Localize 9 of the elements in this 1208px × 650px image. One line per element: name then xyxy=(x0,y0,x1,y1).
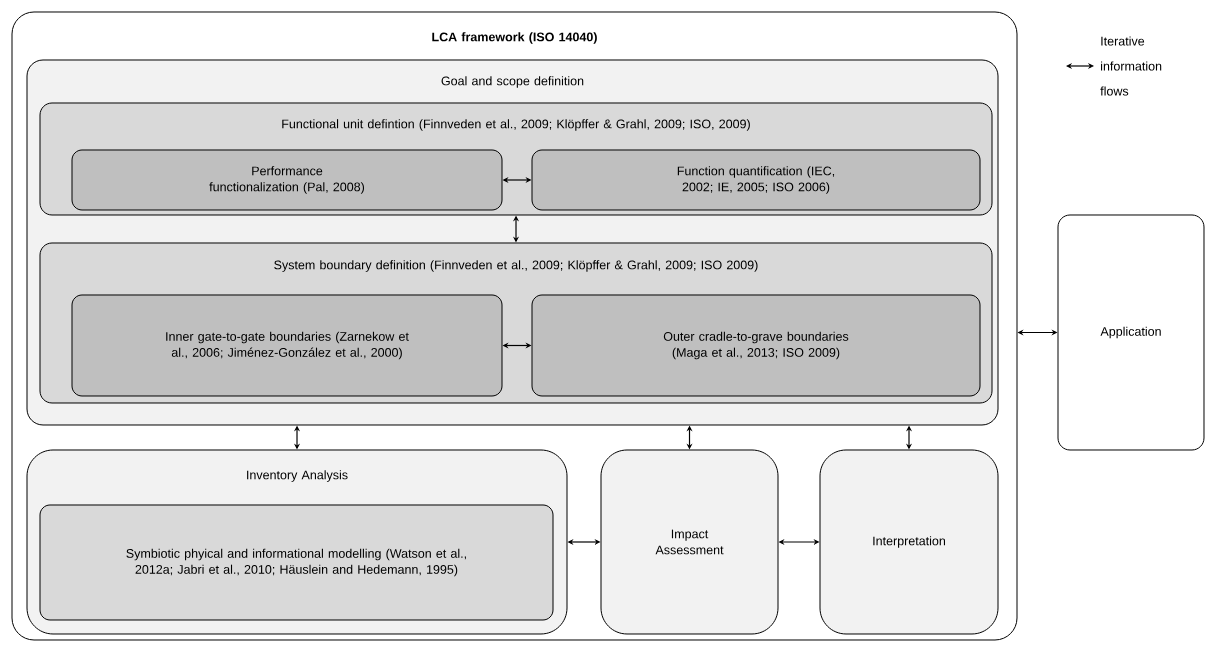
process-box: Outer cradle-to-grave boundaries (Maga et al., 2013; ISO 2009) xyxy=(531,294,981,397)
process-box: Inner gate-to-gate boundaries (Zarnekow et al., 2006; Jiménez-González et al., 2000) xyxy=(71,294,503,397)
process-box: Application xyxy=(1057,214,1205,451)
process-box: Performance functionalization (Pal, 2008) xyxy=(71,149,503,211)
process-box: Impact Assessment xyxy=(600,449,779,635)
process-box: Symbiotic phyical and informational modelling (Watson et al., 2012a; Jabri et al., 2010; Häuslein and Hedemann, 1995) xyxy=(39,504,554,621)
legend-text: Iterative information flows xyxy=(1100,36,1162,96)
process-box: Function quantification (IEC, 2002; IE, 2005; ISO 2006) xyxy=(531,149,981,211)
process-box: Interpretation xyxy=(819,449,999,635)
